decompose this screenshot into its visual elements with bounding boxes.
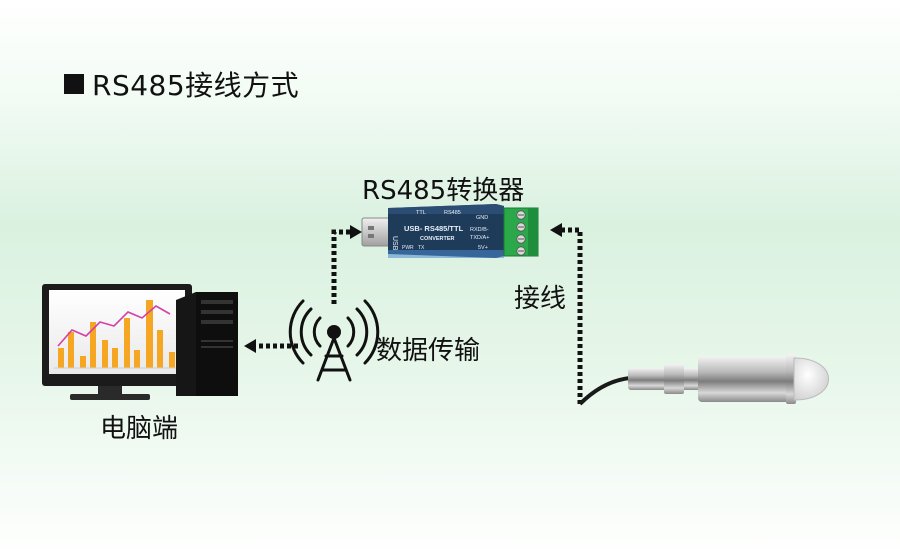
monitor-icon (42, 284, 192, 400)
pin-label-gnd: GND (476, 215, 488, 221)
pin-label-txd: TXD/A+ (470, 235, 489, 241)
converter-sub-text: CONVERTER (420, 236, 455, 242)
bullet-square-icon (64, 74, 84, 94)
data-transmission-label: 数据传输 (376, 336, 481, 366)
page-title: RS485接线方式 (92, 69, 300, 102)
data-link-arrows (256, 227, 583, 404)
converter-ttl-text: TTL (416, 210, 426, 216)
computer-label: 电脑端 (100, 414, 179, 444)
converter-rs485-text: RS485 (444, 210, 461, 216)
converter-model-text: USB- RS485/TTL (404, 224, 464, 233)
led-label-tx: TX (418, 245, 425, 251)
converter-text: USB TTL RS485 USB- RS485/TTL CONVERTER G… (391, 210, 489, 251)
wiring-label: 接线 (514, 284, 567, 314)
arrowheads (244, 223, 562, 353)
converter-label: RS485转换器 (362, 176, 525, 206)
section-heading: RS485接线方式 (64, 64, 299, 104)
sensor-probe-icon (578, 354, 829, 406)
converter-usb-text: USB (391, 236, 398, 251)
pc-tower-icon (176, 292, 238, 396)
pin-label-5v: 5V+ (478, 245, 488, 251)
antenna-icon (288, 299, 380, 382)
led-label-pwr: PWR (402, 245, 414, 251)
usb-rs485-converter (361, 204, 539, 258)
pin-label-rxd: RXD/B- (470, 227, 489, 233)
